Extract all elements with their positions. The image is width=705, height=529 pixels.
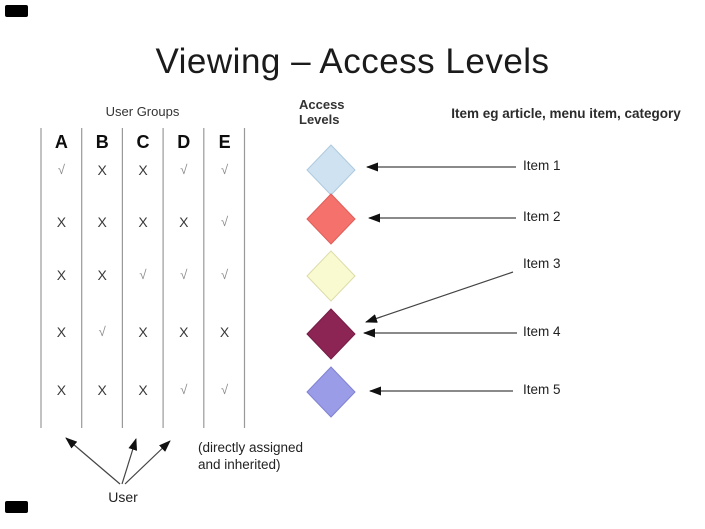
matrix-cell: X xyxy=(56,214,67,230)
item-label-4: Item 4 xyxy=(523,324,561,339)
arrow-item-3 xyxy=(365,271,514,323)
arrow-user-1 xyxy=(65,437,121,485)
matrix-cell: X xyxy=(138,324,148,340)
matrix-cell: √ xyxy=(221,214,229,229)
matrix-row-4: X √ X X X xyxy=(41,324,245,340)
diamond-level-5 xyxy=(306,366,356,418)
column-header-b: B xyxy=(95,132,109,152)
matrix-cell: X xyxy=(56,382,67,398)
matrix-row-3: X X √ √ √ xyxy=(41,267,245,283)
matrix-row-1: √ X X √ √ xyxy=(41,162,245,178)
matrix-cell: √ xyxy=(139,267,147,282)
matrix-cell: √ xyxy=(180,162,188,177)
page-title: Viewing – Access Levels xyxy=(155,42,550,81)
matrix-cell: X xyxy=(219,324,230,340)
column-header-d: D xyxy=(177,132,191,152)
item-label-2: Item 2 xyxy=(523,209,561,224)
matrix-cell: √ xyxy=(57,162,65,177)
diamond-level-1 xyxy=(306,144,356,196)
item-arrows xyxy=(363,162,517,396)
item-label-3: Item 3 xyxy=(523,256,561,271)
matrix-cell: X xyxy=(179,214,189,230)
matrix-cell: X xyxy=(56,267,67,283)
matrix-row-2: X X X X √ xyxy=(41,214,245,230)
matrix-cell: X xyxy=(97,382,107,398)
matrix-cell: X xyxy=(138,382,148,398)
column-header-e: E xyxy=(218,132,231,152)
matrix-cell: X xyxy=(179,324,189,340)
user-arrows xyxy=(65,437,171,485)
matrix-cell: √ xyxy=(180,267,188,282)
matrix-cell: X xyxy=(138,214,148,230)
column-header-c: C xyxy=(136,132,150,152)
matrix-cell: √ xyxy=(221,162,229,177)
diamond-level-3 xyxy=(306,250,356,302)
column-header-a: A xyxy=(54,132,68,152)
matrix-row-5: X X X √ √ xyxy=(41,382,245,398)
item-label-1: Item 1 xyxy=(523,158,561,173)
corner-mark-top-left xyxy=(5,5,28,17)
matrix-cell: X xyxy=(56,324,67,340)
access-levels-label: Access Levels xyxy=(299,97,345,127)
matrix-cell: √ xyxy=(221,267,229,282)
matrix-cell: X xyxy=(138,162,148,178)
diamond-level-2 xyxy=(306,193,356,245)
diamond-level-4 xyxy=(306,308,356,360)
matrix-cell: √ xyxy=(221,382,229,397)
matrix-cell: X xyxy=(97,214,107,230)
matrix-cell: √ xyxy=(180,382,188,397)
item-label-5: Item 5 xyxy=(523,382,561,397)
column-headers: A B C D E xyxy=(41,132,245,153)
arrow-user-3 xyxy=(124,440,171,485)
footnote: (directly assigned and inherited) xyxy=(198,440,304,472)
matrix-cell: √ xyxy=(98,324,106,339)
corner-mark-bottom-left xyxy=(5,501,28,513)
user-label: User xyxy=(108,489,138,505)
user-groups-label: User Groups xyxy=(105,104,180,119)
access-level-diamonds xyxy=(306,144,356,418)
matrix-cell: X xyxy=(97,267,107,283)
items-header: Item eg article, menu item, category xyxy=(451,106,681,121)
matrix-cell: X xyxy=(97,162,107,178)
arrow-user-2 xyxy=(121,438,138,485)
